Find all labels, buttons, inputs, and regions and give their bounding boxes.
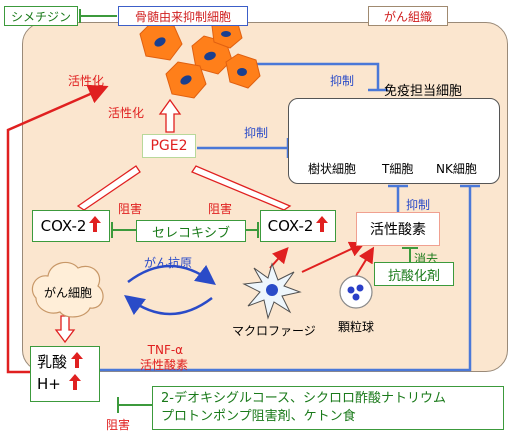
block-label-1: 阻害 xyxy=(118,202,143,216)
up-arrow-icon xyxy=(316,216,329,236)
mdsc-cell xyxy=(225,53,261,89)
mdsc-box: 骨髄由来抑制細胞 xyxy=(118,6,248,26)
celecoxib-box: セレコキシブ xyxy=(136,220,246,242)
dendritic-cell-label: 樹状細胞 xyxy=(308,162,357,176)
mdsc-cell xyxy=(165,61,207,99)
antioxidant-label: 抗酸化剤 xyxy=(387,268,440,284)
cox2-right-label: COX-2 xyxy=(267,217,314,235)
tnf-ros-label: TNF-α 活性酸素 xyxy=(140,328,188,373)
macrophage-to-ros-arrow xyxy=(301,241,366,273)
mdsc-cell xyxy=(139,21,183,61)
up-arrow-icon xyxy=(89,216,102,236)
celecoxib-label: セレコキシブ xyxy=(151,225,230,241)
ros-label: 活性酸素 xyxy=(370,222,426,238)
pge2-box: PGE2 xyxy=(142,134,196,158)
cimetidine-inhibit-line xyxy=(79,9,117,23)
therapy-line-2: プロトンポンプ阻害剤、ケトン食 xyxy=(161,409,356,424)
therapy-line-1: 2-デオキシグルコース、シクロロ酢酸ナトリウム xyxy=(161,391,447,406)
activation-label-1: 活性化 xyxy=(68,74,105,88)
cancer-antigen-label: がん抗原 xyxy=(144,256,193,270)
activation-label-2: 活性化 xyxy=(108,106,145,120)
antioxidant-box: 抗酸化剤 xyxy=(374,262,454,286)
inhibit-label-1: 抑制 xyxy=(330,74,355,88)
cancer-tissue-label: がん組織 xyxy=(383,9,432,24)
granulocyte-to-ros-arrow xyxy=(355,246,375,277)
mdsc-label: 骨髄由来抑制細胞 xyxy=(134,9,231,24)
cancer-to-lactate-arrow xyxy=(54,315,76,344)
cycle-arrows xyxy=(124,264,216,316)
immune-cells-title: 免疫担当細胞 xyxy=(384,84,463,99)
celecoxib-block-lines xyxy=(111,222,259,238)
pge2-inhibit-immune-line xyxy=(197,138,290,158)
up-arrow-icon xyxy=(68,374,81,394)
lactate-box: 乳酸 H+ xyxy=(30,346,100,402)
cancer-cell-icon xyxy=(31,261,104,318)
lactate-row: 乳酸 xyxy=(37,351,93,372)
block-label-2: 阻害 xyxy=(208,202,233,216)
lactate-inhibit-nk-line xyxy=(98,184,480,372)
proton-label: H+ xyxy=(37,375,61,393)
mdsc-inhibit-immune-line xyxy=(255,62,388,92)
tnf-ros-text: TNF-α 活性酸素 xyxy=(140,343,189,372)
cox2-to-pge2-arrows xyxy=(76,165,292,211)
therapy-box: 2-デオキシグルコース、シクロロ酢酸ナトリウム プロトンポンプ阻害剤、ケトン食 xyxy=(152,386,504,430)
block-label-3: 阻害 xyxy=(106,418,131,432)
cimetidine-box: シメチジン xyxy=(4,6,78,26)
inhibit-label-3: 抑制 xyxy=(406,198,431,212)
macrophage-label: マクロファージ xyxy=(232,324,316,338)
pge2-label: PGE2 xyxy=(150,138,188,154)
cancer-cell-label: がん細胞 xyxy=(44,286,93,300)
cancer-tissue-label-box: がん組織 xyxy=(368,6,448,26)
proton-row: H+ xyxy=(37,374,93,394)
t-cell-label: T細胞 xyxy=(382,162,414,176)
antioxidant-eliminate-line xyxy=(402,247,418,262)
nk-cell-label: NK細胞 xyxy=(436,162,477,176)
mdsc-cells xyxy=(139,19,261,99)
lactate-activate-arrow xyxy=(6,84,109,374)
up-arrow-icon xyxy=(71,351,84,372)
cimetidine-label: シメチジン xyxy=(10,9,71,24)
cox2-left-label: COX-2 xyxy=(40,217,87,235)
granulocyte-label: 顆粒球 xyxy=(338,320,375,334)
cox2-right-box: COX-2 xyxy=(260,210,336,242)
granulocyte-icon xyxy=(339,275,373,309)
cox2-left-box: COX-2 xyxy=(32,210,110,242)
pge2-activate-arrow xyxy=(158,98,182,133)
therapy-block-line xyxy=(117,397,152,413)
macrophage-icon xyxy=(242,262,302,320)
immune-cells-box xyxy=(288,98,500,184)
ros-inhibit-tcell-line xyxy=(388,184,408,212)
lactate-label: 乳酸 xyxy=(37,353,68,371)
inhibit-label-2: 抑制 xyxy=(244,126,269,140)
ros-box: 活性酸素 xyxy=(356,212,440,246)
